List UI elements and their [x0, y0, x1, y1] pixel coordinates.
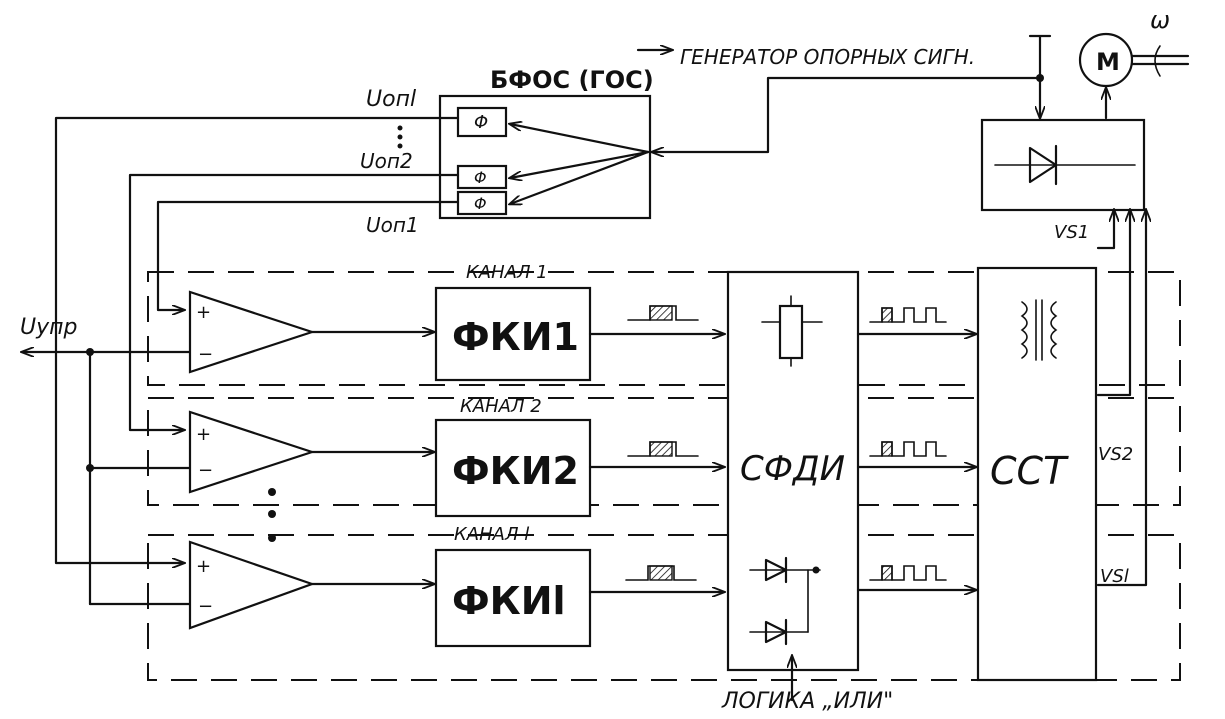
phi-label-2: Φ	[474, 168, 487, 187]
phi-label-l: Φ	[474, 112, 488, 133]
channel-1-label: КАНАЛ 1	[466, 262, 548, 283]
comparator-2: + −	[188, 410, 316, 494]
u-upr-label: Uупр	[20, 315, 77, 340]
fki-1-block: ФКИ1	[434, 286, 592, 382]
plus-2: +	[196, 424, 211, 445]
plus-1: +	[196, 302, 211, 323]
fki-2-block: ФКИ2	[434, 418, 592, 518]
fki-l-block: ФКИl	[434, 548, 592, 648]
u-op-1-label: Uоп1	[366, 213, 419, 237]
vs2-label: VS2	[1098, 444, 1133, 465]
bfos-block: БФОС (ГОС) Φ Φ Φ	[438, 66, 654, 220]
comparator-1: + −	[188, 290, 316, 374]
minus-2: −	[198, 460, 213, 481]
vs1-label: VS1	[1054, 222, 1089, 243]
sst-label: ССТ	[990, 449, 1069, 493]
control-input: Uупр	[20, 315, 192, 606]
minus-1: −	[198, 344, 213, 365]
sfdi-block: СФДИ	[726, 270, 860, 672]
fki-l-label: ФКИl	[452, 579, 566, 623]
vsl-label: VSl	[1100, 566, 1129, 587]
generator-label: ГЕНЕРАТОР ОПОРНЫХ СИГН.	[680, 45, 975, 69]
motor-label: M	[1096, 48, 1120, 76]
minus-l: −	[198, 596, 213, 617]
sfdi-label: СФДИ	[740, 449, 845, 489]
plus-l: +	[196, 556, 211, 577]
fki-2-label: ФКИ2	[452, 449, 579, 493]
sst-block: ССТ	[976, 266, 1098, 682]
fki-1-label: ФКИ1	[452, 315, 579, 359]
logic-label: ЛОГИКА „ИЛИ"	[721, 689, 893, 714]
pulse-symbols-in	[625, 305, 699, 581]
channel-l-label: КАНАЛ l	[454, 524, 529, 545]
reference-lines: Uопl Uоп2 Uоп1	[54, 87, 460, 563]
u-op-2-label: Uоп2	[360, 149, 413, 173]
motor: M ω	[1078, 6, 1190, 120]
bfos-label: БФОС (ГОС)	[490, 66, 654, 94]
u-op-l-label: Uопl	[366, 87, 416, 112]
channel-2-label: КАНАЛ 2	[460, 396, 542, 417]
phi-label-1: Φ	[474, 194, 487, 213]
thyristor-block: VS1	[980, 118, 1146, 243]
comparator-l: + −	[188, 540, 316, 630]
pulse-symbols-out	[869, 307, 947, 581]
omega-label: ω	[1150, 6, 1170, 34]
